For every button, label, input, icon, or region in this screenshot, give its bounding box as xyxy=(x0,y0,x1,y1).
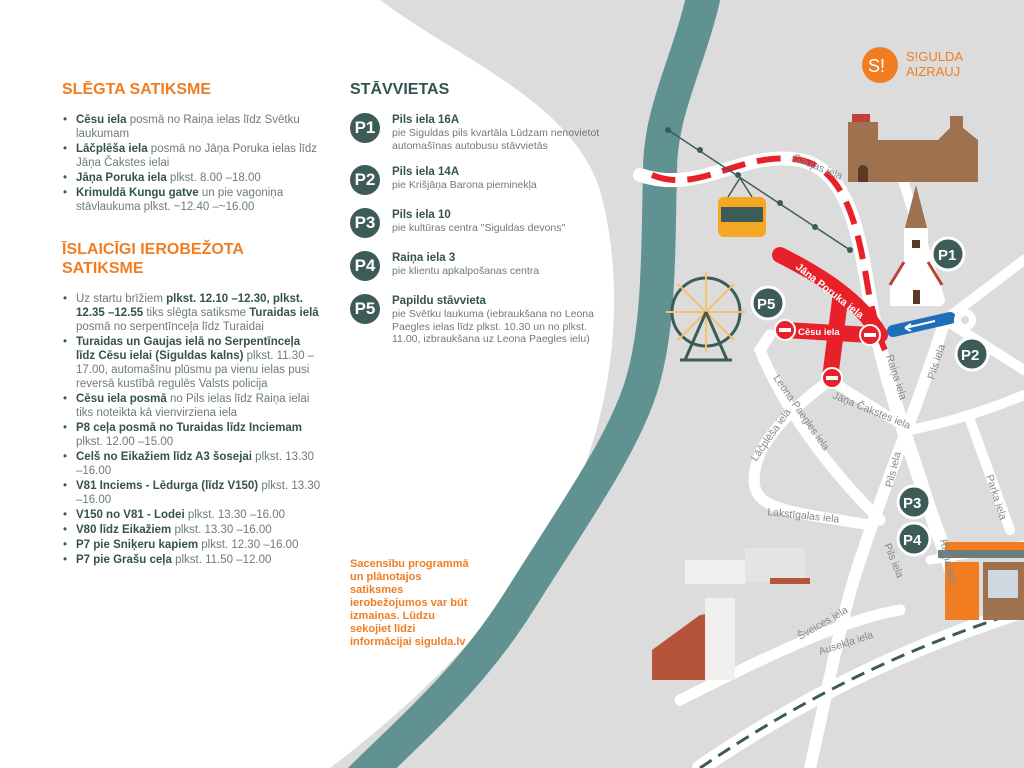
ferris-wheel-icon xyxy=(666,272,746,362)
parking-pin-icon: P2 xyxy=(350,165,380,195)
list-item: Jāņa Poruka iela plkst. 8.00 –18.00 xyxy=(63,171,322,185)
no-entry-icons xyxy=(774,319,881,389)
map-parking-pins: P1 P2 P3 P4 P5 xyxy=(750,236,990,557)
closed-traffic-section: SLĒGTA SATIKSME Cēsu iela posmā no Raiņa… xyxy=(62,80,322,568)
list-item: P7 pie Sniķeru kapiem plkst. 12.30 –16.0… xyxy=(63,538,322,552)
svg-text:S!: S! xyxy=(868,56,885,76)
cultural-centre-icon xyxy=(685,548,810,584)
list-item: Uz startu brīžiem plkst. 12.10 –12.30, p… xyxy=(63,292,322,334)
closed-streets xyxy=(772,247,888,386)
parking-desc: pie Svētku laukuma (iebraukšana no Leona… xyxy=(392,308,594,345)
list-item: Cēsu iela posmā no Raiņa ielas līdz Svēt… xyxy=(63,113,322,141)
parking-title-text: Pils iela 16A xyxy=(392,114,460,126)
list-item: Lāčplēša iela posmā no Jāņa Poruka ielas… xyxy=(63,142,322,170)
sigulda-logo: S! S!GULDA AIZRAUJ xyxy=(862,47,963,83)
parking-desc: pie Krišjāņa Barona pieminekļa xyxy=(392,179,537,191)
church-icon xyxy=(888,185,944,306)
castle-icon xyxy=(848,114,978,182)
list-item: V80 līdz Eikažiem plkst. 13.30 –16.00 xyxy=(63,523,322,537)
limited-list: Uz startu brīžiem plkst. 12.10 –12.30, p… xyxy=(62,292,322,567)
svg-text:P5: P5 xyxy=(757,296,775,313)
cable-car-icon xyxy=(665,127,853,253)
building-icon xyxy=(652,598,735,680)
parking-pin-icon: P5 xyxy=(350,294,380,324)
river xyxy=(347,0,721,768)
svg-text:Cēsu iela: Cēsu iela xyxy=(798,327,840,338)
closed-list: Cēsu iela posmā no Raiņa ielas līdz Svēt… xyxy=(62,113,322,214)
list-item: V81 Inciems - Lēdurga (līdz V150) plkst.… xyxy=(63,479,322,507)
parking-title: STĀVVIETAS xyxy=(350,81,450,98)
parking-desc: pie klientu apkalpošanas centra xyxy=(392,265,540,277)
list-item: V150 no V81 - Lodei plkst. 13.30 –16.00 xyxy=(63,508,322,522)
list-item: Celš no Eikažiem līdz A3 šosejai plkst. … xyxy=(63,450,322,478)
changes-note: Sacensību programmā un plānotajos satiks… xyxy=(350,558,469,648)
parking-title-text: Papildu stāvvieta xyxy=(392,295,486,307)
parking-title-text: Pils iela 14A xyxy=(392,166,460,178)
svg-text:P2: P2 xyxy=(961,347,979,364)
parking-title-text: Raiņa iela 3 xyxy=(392,252,456,264)
one-way-arrow-icon xyxy=(887,312,956,337)
svg-text:S!GULDA: S!GULDA xyxy=(906,49,963,64)
parking-pin-icon: P1 xyxy=(350,113,380,143)
railway xyxy=(699,608,1024,768)
svg-text:P1: P1 xyxy=(938,247,956,264)
svg-text:P3: P3 xyxy=(903,495,921,512)
list-item: Krimuldā Kungu gatve un pie vagoniņa stā… xyxy=(63,186,322,214)
client-centre-icon xyxy=(938,542,1024,620)
parking-pin-icon: P4 xyxy=(350,251,380,281)
parking-desc: pie kultūras centra "Siguldas devons" xyxy=(392,222,566,234)
limited-traffic-title: ĪSLAICĪGI IEROBEŽOTA SATIKSME xyxy=(62,241,244,277)
list-item: P8 ceļa posmā no Turaidas līdz Inciemam … xyxy=(63,421,322,449)
list-item: P7 pie Grašu ceļa plkst. 11.50 –12.00 xyxy=(63,553,322,567)
list-item: Cēsu iela posmā no Pils ielas līdz Raiņa… xyxy=(63,392,322,420)
parking-pin-icon: P3 xyxy=(350,208,380,238)
parking-title-text: Pils iela 10 xyxy=(392,209,451,221)
parking-desc: pie Siguldas pils kvartāla Lūdzam nenovi… xyxy=(392,127,600,152)
list-item: Turaidas un Gaujas ielā no Serpentīnceļa… xyxy=(63,335,322,391)
svg-text:P4: P4 xyxy=(903,532,922,549)
svg-text:AIZRAUJ: AIZRAUJ xyxy=(906,64,960,79)
closed-traffic-title: SLĒGTA SATIKSME xyxy=(62,81,212,98)
